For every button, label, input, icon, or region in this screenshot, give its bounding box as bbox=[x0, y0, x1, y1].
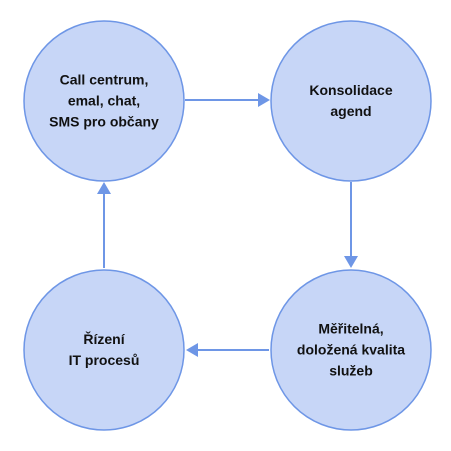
node-label-line: doložená kvalita bbox=[296, 341, 406, 358]
arrow-left-icon bbox=[186, 343, 198, 357]
node-label-meritelna-kvalita: Měřitelná, doložená kvalita služeb bbox=[276, 319, 426, 382]
node-circle-rizeni-it bbox=[23, 269, 185, 431]
node-label-line: agend bbox=[330, 103, 372, 119]
node-label-line: Měřitelná, bbox=[318, 320, 384, 337]
node-label-line: Call centrum, bbox=[59, 71, 149, 88]
arrow-down-icon bbox=[344, 256, 358, 268]
node-label-line: IT procesů bbox=[68, 352, 140, 368]
node-label-line: služeb bbox=[329, 362, 373, 379]
edge-call-centrum-to-konsolidace bbox=[185, 93, 270, 107]
node-label-line: Řízení bbox=[83, 331, 125, 347]
edge-rizeni-it-to-call-centrum bbox=[97, 182, 111, 268]
node-label-line: Konsolidace bbox=[309, 82, 393, 98]
arrow-right-icon bbox=[258, 93, 270, 107]
edge-konsolidace-to-meritelna-kvalita bbox=[344, 182, 358, 268]
node-label-konsolidace: Konsolidace agend bbox=[276, 80, 426, 122]
node-label-line: emal, chat, bbox=[67, 92, 141, 109]
arrow-up-icon bbox=[97, 182, 111, 194]
node-circle-konsolidace bbox=[270, 20, 432, 182]
node-circle-call-centrum bbox=[23, 20, 185, 182]
node-label-rizeni-it: Řízení IT procesů bbox=[29, 329, 179, 371]
edge-meritelna-kvalita-to-rizeni-it bbox=[186, 343, 269, 357]
node-label-line: SMS pro občany bbox=[49, 113, 159, 130]
node-circle-meritelna-kvalita bbox=[270, 269, 432, 431]
node-label-call-centrum: Call centrum, emal, chat, SMS pro občany bbox=[29, 70, 179, 133]
